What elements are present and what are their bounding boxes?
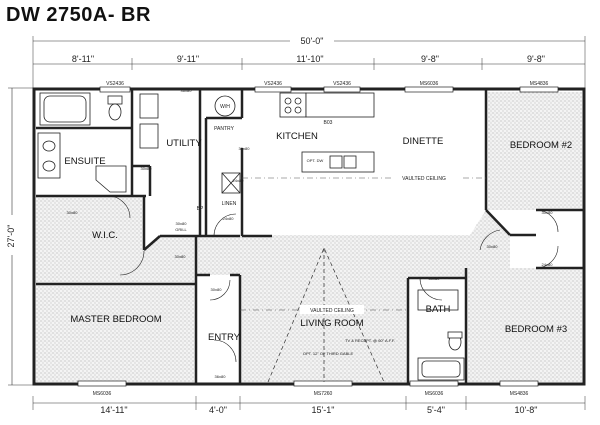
bottom-dim-3: 15'-1" [312,405,335,415]
note-vaulted-ceiling-living: VAULTED CEILING [310,308,354,314]
fixtures [37,92,465,381]
note-opt-dw: OPT. DW [307,158,324,163]
svg-text:VS2436: VS2436 [106,81,124,87]
room-pantry: PANTRY [214,126,234,132]
svg-text:24x80: 24x80 [542,262,554,267]
room-dinette: DINETTE [403,136,444,147]
svg-text:MS7260: MS7260 [314,391,333,397]
svg-text:24x80: 24x80 [223,216,235,221]
room-master-bedroom: MASTER BEDROOM [70,314,161,325]
note-gable: OPT. 12" OF THIRD GABLE [303,351,354,356]
svg-text:30x80: 30x80 [429,276,441,281]
room-labels: ENSUITE UTILITY KITCHEN DINETTE BEDROOM … [64,126,572,343]
svg-text:MS6036: MS6036 [420,81,439,87]
plan-notes: VAULTED CEILING VAULTED CEILING TV & REC… [175,104,462,356]
svg-text:VS2436: VS2436 [333,81,351,87]
gable-outline [267,247,385,383]
note-vaulted-ceiling-kitchen: VAULTED CEILING [402,176,446,182]
interior-walls [36,90,584,384]
label-b03: B03 [324,120,333,126]
svg-text:30x80: 30x80 [141,166,153,171]
room-wic: W.I.C. [92,230,118,241]
svg-text:30x80: 30x80 [67,210,79,215]
svg-text:MS6036: MS6036 [93,391,112,397]
top-dim-2: 9'-11" [177,54,199,64]
bottom-dim-2: 4'-0" [209,405,227,415]
svg-text:24x80: 24x80 [233,178,245,183]
overall-depth-label: 27'-0" [6,225,16,248]
bottom-dimensions: 14'-11" 4'-0" 15'-1" 5'-4" 10'-8" [32,396,586,415]
room-entry: ENTRY [208,332,241,343]
overall-width-dimension: 50'-0" [32,35,586,88]
svg-text:MS6036: MS6036 [425,391,444,397]
carpet-areas [36,92,582,382]
svg-text:30x80: 30x80 [542,210,554,215]
doors [107,195,559,363]
note-wh: W/H [220,104,230,110]
note-tv: TV & RECEPT. @ 60" A.F.F. [345,338,395,343]
room-bedroom2: BEDROOM #2 [510,140,572,151]
bottom-dim-4: 5'-4" [427,405,445,415]
svg-text:30x80: 30x80 [175,254,187,259]
svg-text:MS4836: MS4836 [530,81,549,87]
overall-width-label: 50'-0" [301,36,324,46]
windows [77,86,559,387]
svg-text:VS2436: VS2436 [264,81,282,87]
room-kitchen: KITCHEN [276,131,318,142]
room-ensuite: ENSUITE [64,156,105,167]
room-bedroom3: BEDROOM #3 [505,324,567,335]
top-dim-4: 9'-8" [421,54,439,64]
bottom-dim-5: 10'-8" [515,405,538,415]
svg-text:30x80: 30x80 [211,287,223,292]
room-utility: UTILITY [166,138,202,149]
svg-text:30x80: 30x80 [487,244,499,249]
note-grill: GRILL [175,227,187,232]
room-bath: BATH [426,304,451,315]
svg-text:MS4836: MS4836 [510,391,529,397]
top-dim-1: 8'-11" [72,54,94,64]
top-dim-5: 9'-8" [527,54,545,64]
room-linen: LINEN [222,201,237,207]
overall-depth-dimension: 27'-0" [4,87,33,386]
top-dim-3: 11'-10" [296,54,323,64]
top-dimensions: 8'-11" 9'-11" 11'-10" 9'-8" 9'-8" [33,54,585,70]
door-size-labels: 36x80 30x80 30x80 30x80 24x80 30x80 24x8… [67,88,554,379]
window-labels: VS2436 VS2436 VS2436 MS6036 MS4836 MS603… [93,81,549,397]
svg-text:36x80: 36x80 [181,88,193,93]
svg-text:36x80: 36x80 [215,374,227,379]
room-living: LIVING ROOM [300,318,363,329]
svg-text:30x80: 30x80 [239,146,251,151]
note-bp: BP [197,206,204,212]
plan-title: DW 2750A- BR [6,4,151,26]
svg-text:30x80: 30x80 [176,221,188,226]
bottom-dim-1: 14'-11" [100,405,127,415]
